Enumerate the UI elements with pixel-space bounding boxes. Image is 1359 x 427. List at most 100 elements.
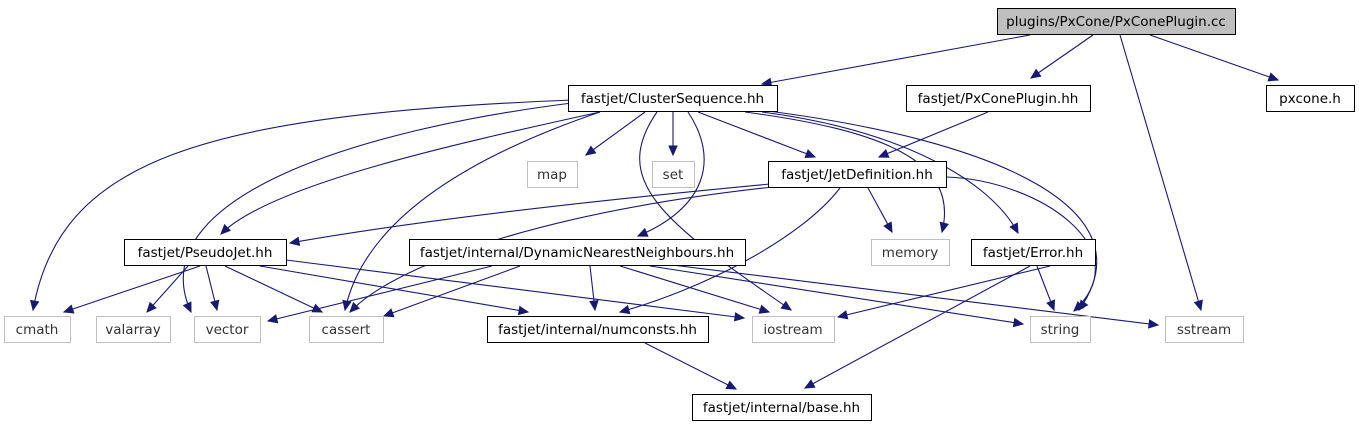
- node-box: [906, 85, 1091, 112]
- edge-cs-to-cmath: [29, 99, 573, 312]
- node-box: [752, 316, 835, 343]
- node-box: [768, 161, 947, 188]
- node-numconsts[interactable]: fastjet/internal/numconsts.hh: [487, 316, 709, 343]
- node-label: fastjet/JetDefinition.hh: [781, 167, 933, 183]
- node-label: fastjet/internal/DynamicNearestNeighbour…: [420, 245, 734, 261]
- node-map: map: [527, 161, 578, 188]
- edge-arrowhead: [210, 299, 220, 312]
- node-cmath: cmath: [4, 316, 71, 343]
- node-sstream: sstream: [1165, 316, 1244, 343]
- edge-arrowhead: [883, 221, 893, 234]
- edge-pj-to-iostream: [285, 259, 746, 322]
- node-box: [871, 239, 950, 266]
- edge-root-to-sstream: [1119, 34, 1203, 312]
- node-label: cmath: [16, 322, 59, 338]
- edge-line: [697, 111, 816, 158]
- edge-arrowhead: [1267, 72, 1280, 82]
- node-label: fastjet/PseudoJet.hh: [138, 245, 273, 261]
- edge-arrowhead: [836, 310, 849, 320]
- edge-line: [182, 101, 581, 313]
- edge-arrowhead: [636, 227, 649, 237]
- edge-arrowhead: [62, 304, 75, 314]
- edge-arrowhead: [618, 304, 631, 315]
- edge-jd-to-pj: [288, 183, 771, 247]
- node-cs[interactable]: fastjet/ClusterSequence.hh: [568, 85, 778, 112]
- edge-line: [804, 265, 1031, 389]
- node-label: valarray: [105, 322, 160, 338]
- node-label: fastjet/internal/numconsts.hh: [498, 322, 697, 338]
- edge-jd-to-cassert: [349, 186, 774, 313]
- edge-cs-to-jd: [697, 111, 817, 159]
- node-label: set: [663, 167, 684, 183]
- edge-line: [224, 265, 323, 313]
- edge-arrowhead: [668, 145, 678, 157]
- edge-arrowhead: [266, 314, 279, 324]
- edge-arrowhead: [1012, 317, 1025, 328]
- edge-line: [837, 265, 1051, 318]
- edge-line: [744, 111, 945, 233]
- edge-arrowhead: [589, 300, 599, 312]
- edge-line: [637, 111, 705, 237]
- node-set: set: [652, 161, 695, 188]
- edge-cs-to-set: [668, 112, 678, 157]
- edge-line: [259, 265, 529, 313]
- edge-arrowhead: [517, 305, 530, 316]
- edge-cs-to-iostream: [639, 111, 793, 311]
- edge-pj-to-valarray: [146, 265, 189, 313]
- edge-line: [220, 111, 601, 235]
- node-box: [96, 316, 171, 343]
- edge-pj-to-numconsts: [259, 265, 530, 316]
- edge-err-to-base: [803, 265, 1031, 389]
- node-dnn[interactable]: fastjet/internal/DynamicNearestNeighbour…: [409, 239, 746, 266]
- edge-numconsts-to-base: [644, 342, 738, 390]
- node-base[interactable]: fastjet/internal/base.hh: [692, 394, 872, 421]
- edge-line: [1149, 34, 1279, 81]
- node-label: vector: [206, 322, 249, 338]
- edge-arrowhead: [382, 308, 395, 318]
- node-box: [1165, 316, 1244, 343]
- edge-line: [349, 186, 774, 313]
- edge-line: [63, 265, 201, 313]
- node-label: sstream: [1177, 322, 1231, 338]
- node-label: memory: [882, 245, 938, 261]
- node-pxcone[interactable]: pxcone.h: [1266, 85, 1355, 112]
- node-box: [971, 239, 1096, 266]
- node-jd[interactable]: fastjet/JetDefinition.hh: [768, 161, 947, 188]
- edge-arrowhead: [1009, 222, 1019, 235]
- edge-cs-to-string: [759, 109, 1098, 312]
- edge-line: [289, 183, 771, 244]
- edge-line: [585, 111, 646, 156]
- edge-cs-to-err: [761, 111, 1019, 235]
- edge-dnn-to-vector: [266, 265, 493, 324]
- edge-pxh-to-jd: [877, 111, 989, 158]
- edge-line: [663, 263, 1159, 326]
- node-box: [487, 316, 709, 343]
- edge-dnn-to-string: [649, 265, 1025, 328]
- edge-arrowhead: [1046, 299, 1056, 312]
- node-pxh[interactable]: fastjet/PxConePlugin.hh: [906, 85, 1091, 112]
- edge-arrowhead: [146, 301, 157, 313]
- node-box: [1030, 316, 1091, 343]
- edge-root-to-pxh: [1029, 34, 1094, 79]
- edge-line: [619, 265, 770, 313]
- edge-arrowhead: [585, 145, 597, 156]
- edge-err-to-iostream: [836, 265, 1051, 320]
- edge-arrowhead: [220, 223, 232, 235]
- node-err[interactable]: fastjet/Error.hh: [971, 239, 1096, 266]
- edge-line: [32, 99, 573, 311]
- node-string: string: [1030, 316, 1091, 343]
- node-label: pxcone.h: [1279, 91, 1341, 107]
- node-label: cassert: [322, 322, 371, 338]
- node-label: fastjet/ClusterSequence.hh: [581, 91, 764, 107]
- node-pj[interactable]: fastjet/PseudoJet.hh: [124, 239, 287, 266]
- edge-dnn-to-cassert: [382, 265, 521, 318]
- edge-root-to-pxcone: [1149, 34, 1280, 82]
- node-box: [124, 239, 287, 266]
- node-box: [692, 394, 872, 421]
- node-label: iostream: [763, 322, 822, 338]
- node-root[interactable]: plugins/PxCone/PxConePlugin.cc: [997, 8, 1236, 35]
- edge-line: [383, 265, 521, 317]
- edge-arrowhead: [804, 149, 817, 159]
- node-box: [568, 85, 778, 112]
